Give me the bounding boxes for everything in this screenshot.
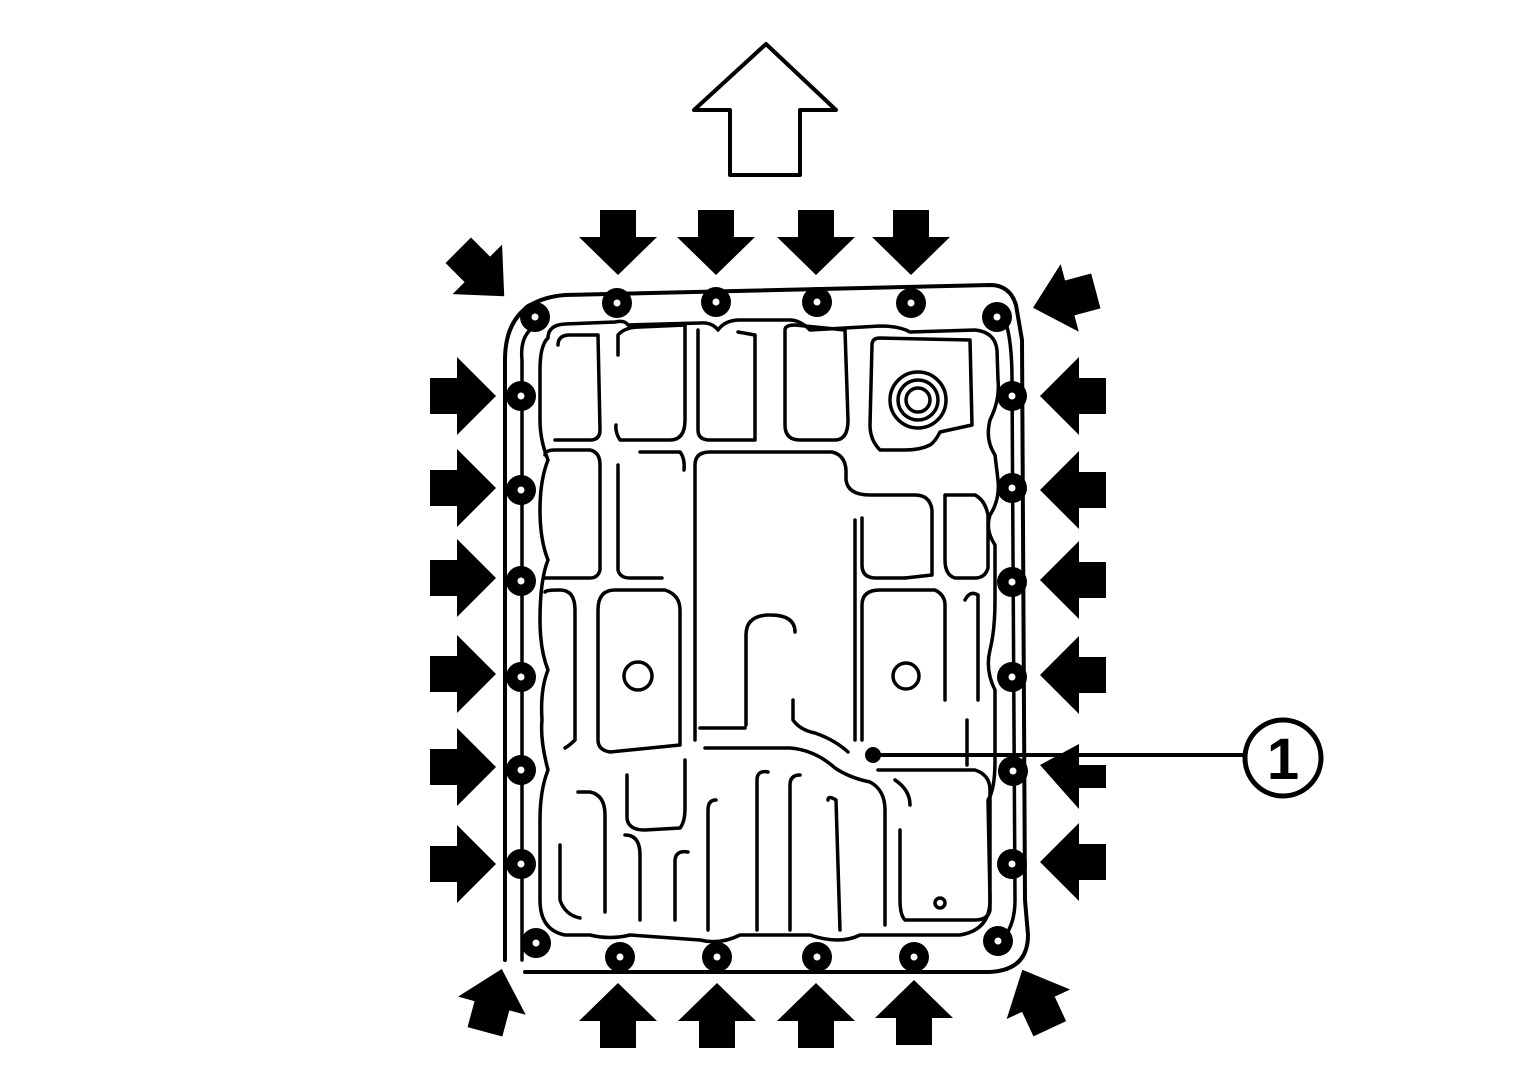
bolt-icon xyxy=(506,849,536,879)
bolt-icon xyxy=(521,928,551,958)
left-arrow-icon xyxy=(1040,636,1106,714)
bolt-icon xyxy=(506,475,536,505)
bolt-icon xyxy=(998,756,1028,786)
diagonal-arrow-icon xyxy=(1033,264,1101,332)
diagonal-arrow-icon xyxy=(445,237,505,297)
right-bolt-arrows xyxy=(1040,357,1106,901)
left-arrow-icon xyxy=(1040,744,1106,809)
right-arrow-icon xyxy=(430,825,496,903)
bolt-icon xyxy=(602,288,632,318)
bolt-icon xyxy=(997,473,1027,503)
bolt-icon xyxy=(506,381,536,411)
bolt-icon xyxy=(997,849,1027,879)
up-arrow-icon xyxy=(579,983,657,1048)
down-arrow-icon xyxy=(579,210,657,275)
left-arrow-icon xyxy=(1040,451,1106,529)
front-direction-arrow-icon xyxy=(692,42,838,177)
bolt-icon xyxy=(506,566,536,596)
left-bolt-arrows xyxy=(430,357,496,903)
diagonal-arrow-icon xyxy=(1006,969,1071,1037)
right-arrow-icon xyxy=(430,449,496,527)
top-bolt-arrows xyxy=(579,210,950,275)
bolt-icon xyxy=(899,942,929,972)
corner-bolt-arrows xyxy=(445,237,1101,1037)
bolts xyxy=(506,287,1028,972)
up-arrow-icon xyxy=(875,980,953,1045)
down-arrow-icon xyxy=(677,210,755,275)
bolt-icon xyxy=(802,287,832,317)
bolt-icon xyxy=(997,662,1027,692)
bolt-icon xyxy=(997,567,1027,597)
up-arrow-icon xyxy=(777,983,855,1048)
callout-1: 1 xyxy=(865,717,1324,799)
right-arrow-icon xyxy=(430,728,496,806)
down-arrow-icon xyxy=(872,210,950,275)
left-arrow-icon xyxy=(1040,357,1106,435)
bolt-icon xyxy=(701,287,731,317)
bolt-icon xyxy=(605,942,635,972)
bolt-icon xyxy=(506,755,536,785)
bolt-icon xyxy=(997,381,1027,411)
right-arrow-icon xyxy=(430,635,496,713)
diagonal-arrow-icon xyxy=(458,969,526,1037)
bolt-icon xyxy=(982,302,1012,332)
right-arrow-icon xyxy=(430,539,496,617)
bottom-bolt-arrows xyxy=(579,980,953,1048)
bolt-icon xyxy=(983,926,1013,956)
up-arrow-icon xyxy=(678,983,756,1048)
bolt-icon xyxy=(506,662,536,692)
bolt-icon xyxy=(520,302,550,332)
bolt-icon xyxy=(702,942,732,972)
left-arrow-icon xyxy=(1040,541,1106,619)
left-arrow-icon xyxy=(1040,823,1106,901)
oil-pan-body xyxy=(503,283,1030,974)
bolt-icon xyxy=(802,942,832,972)
bolt-icon xyxy=(896,288,926,318)
right-arrow-icon xyxy=(430,357,496,435)
callout-number: 1 xyxy=(1267,727,1299,792)
down-arrow-icon xyxy=(777,210,855,275)
